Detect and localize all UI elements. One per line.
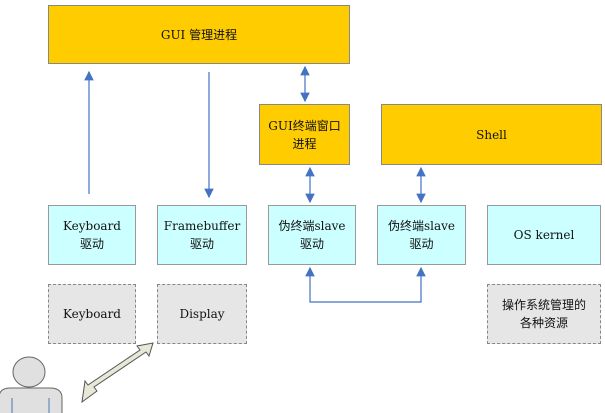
shell-process: Shell (381, 104, 602, 165)
gui-terminal-label: GUI终端窗口 进程 (268, 118, 341, 151)
keyboard-driver-label: Keyboard 驱动 (62, 219, 121, 251)
gui-manager-label: GUI 管理进程 (160, 27, 238, 42)
shell-label: Shell (476, 127, 507, 142)
os-kernel-label: OS kernel (513, 228, 575, 242)
keyboard-hardware: Keyboard (48, 284, 136, 344)
pty-slave-driver-1: 伪终端slave 驱动 (268, 205, 356, 265)
os-resources-label: 操作系统管理的 各种资源 (501, 298, 586, 330)
gui-terminal-process: GUI终端窗口 进程 (259, 104, 350, 165)
framebuffer-driver-label: Framebuffer 驱动 (163, 219, 241, 251)
os-resources: 操作系统管理的 各种资源 (487, 284, 601, 344)
gui-manager-process: GUI 管理进程 (48, 5, 350, 64)
pty-link-connector (305, 266, 426, 303)
display-hardware: Display (157, 284, 247, 344)
double-arrow-icon (81, 342, 154, 404)
keyboard-driver: Keyboard 驱动 (48, 205, 136, 265)
keyboard-hardware-label: Keyboard (62, 307, 121, 321)
pty-slave-driver-2-label: 伪终端slave 驱动 (387, 219, 456, 251)
display-hardware-label: Display (179, 307, 225, 321)
person-icon (0, 356, 63, 413)
os-kernel: OS kernel (487, 205, 601, 265)
pty-slave-driver-1-label: 伪终端slave 驱动 (278, 219, 346, 251)
framebuffer-driver: Framebuffer 驱动 (157, 205, 247, 265)
pty-slave-driver-2: 伪终端slave 驱动 (377, 205, 466, 265)
